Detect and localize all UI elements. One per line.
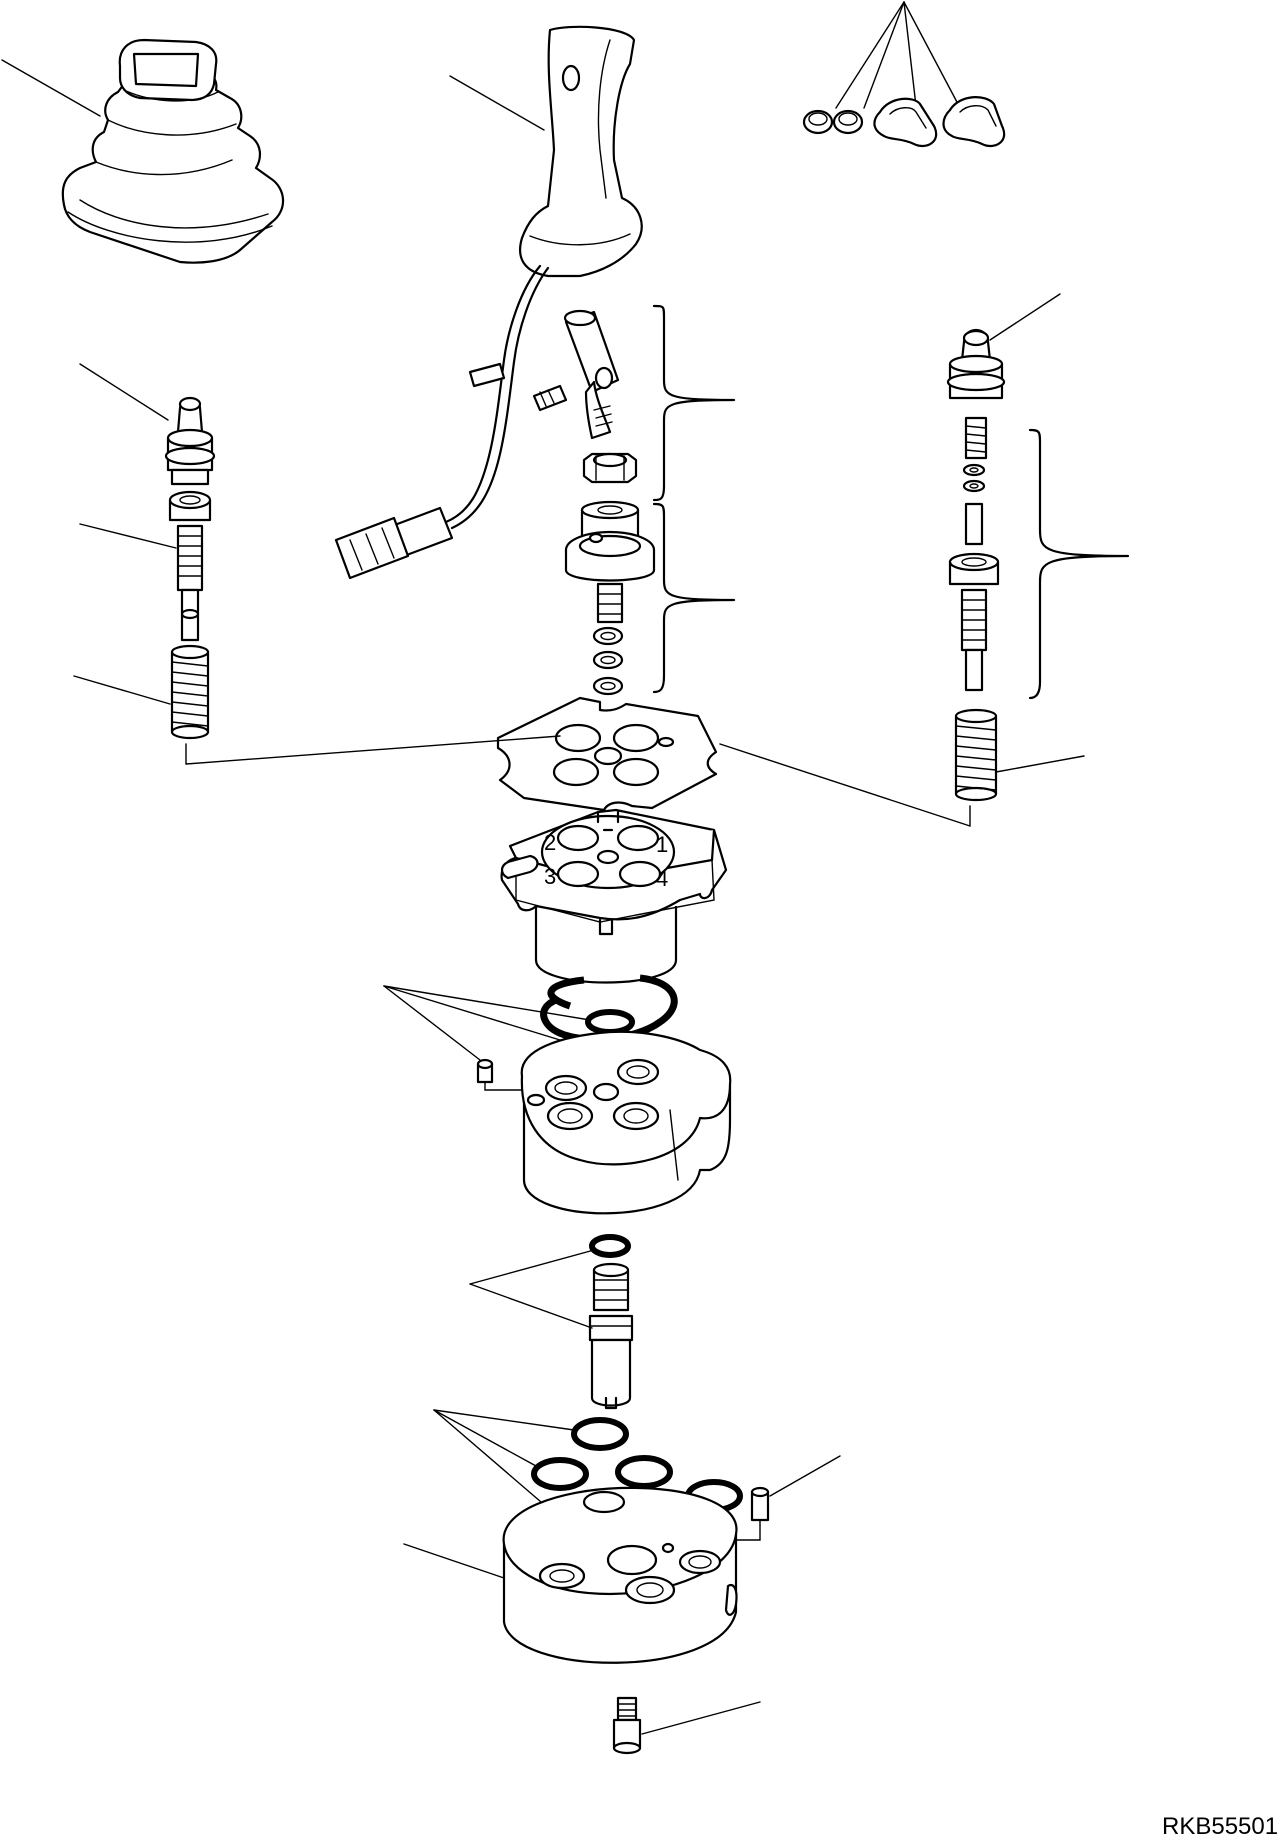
leader-line — [434, 1410, 536, 1466]
port-number-3: 3 — [544, 864, 556, 889]
universal-joint — [534, 311, 618, 438]
port-number-1: 1 — [656, 832, 668, 857]
valve-body — [522, 1032, 731, 1214]
lever-grip — [336, 27, 642, 578]
port-number-2: 2 — [544, 830, 556, 855]
drawing-reference-code: RKB55501 — [1162, 1813, 1278, 1840]
base-body — [504, 1488, 737, 1663]
leader-line — [384, 986, 590, 1020]
leader-line — [80, 524, 176, 548]
leader-line — [434, 1410, 574, 1430]
disc-and-shaft — [566, 502, 654, 622]
plunger — [590, 1237, 632, 1408]
leader-line — [642, 1702, 760, 1734]
leader-line — [384, 986, 560, 1040]
leader-line — [996, 756, 1084, 772]
assembly-brackets — [654, 306, 1128, 698]
gasket-plate — [498, 698, 716, 810]
left-piston-assembly — [166, 398, 214, 738]
leader-line — [80, 364, 168, 420]
lock-nut — [584, 454, 636, 482]
leader-line — [404, 1544, 504, 1578]
leader-line — [770, 1456, 840, 1496]
leader-line — [384, 986, 480, 1060]
right-piston-assembly — [948, 330, 1004, 800]
leader-line — [74, 676, 170, 704]
port-plate-and-case — [502, 810, 726, 983]
leader-line — [720, 744, 970, 826]
washer-stack — [594, 628, 622, 694]
leader-line — [470, 1284, 592, 1328]
mounting-bolt — [614, 1698, 640, 1753]
guide-pin — [752, 1488, 768, 1520]
leader-line — [990, 294, 1060, 340]
leader-line — [450, 76, 544, 130]
leader-line — [186, 736, 560, 764]
port-number-4: 4 — [656, 866, 668, 891]
caps-and-plugs — [804, 2, 1004, 146]
leader-line — [470, 1250, 594, 1284]
leader-line — [2, 60, 100, 116]
rubber-boot — [63, 40, 283, 263]
leader-line — [434, 1410, 548, 1508]
